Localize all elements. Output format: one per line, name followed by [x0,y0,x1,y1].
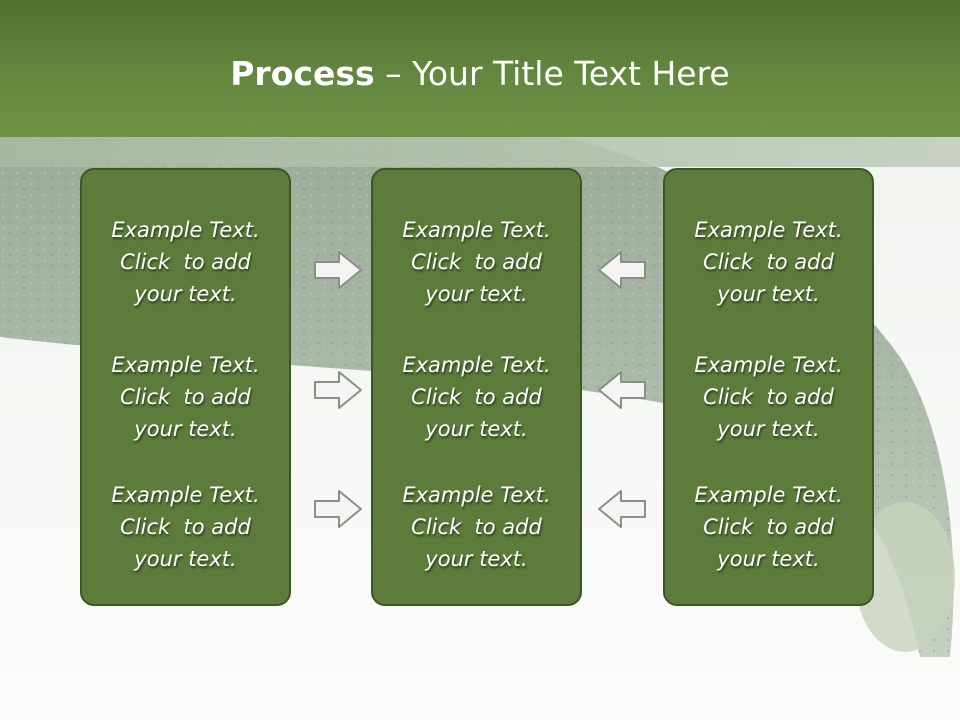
text-line: your text. [425,282,528,306]
text-line: Example Text. [111,218,260,242]
text-block[interactable]: Example Text. Click to add your text. [665,349,872,445]
text-block[interactable]: Example Text. Click to add your text. [373,349,580,445]
text-line: Click to add [120,515,251,539]
text-line: Example Text. [111,353,260,377]
process-column-1: Example Text. Click to add your text. Ex… [80,168,291,606]
text-line: your text. [717,417,820,441]
process-column-2: Example Text. Click to add your text. Ex… [371,168,582,606]
arrow-right-icon [314,371,362,409]
text-block[interactable]: Example Text. Click to add your text. [82,214,289,310]
text-line: your text. [134,282,237,306]
text-line: Click to add [120,385,251,409]
text-line: Click to add [703,385,834,409]
arrow-left-icon [598,371,646,409]
title-rest: – Your Title Text Here [374,54,730,93]
text-line: Click to add [411,385,542,409]
text-line: your text. [425,417,528,441]
text-line: Click to add [703,250,834,274]
title-banner: Process – Your Title Text Here [0,0,960,137]
text-line: Example Text. [694,218,843,242]
text-block[interactable]: Example Text. Click to add your text. [373,214,580,310]
text-line: your text. [134,417,237,441]
text-line: your text. [717,282,820,306]
text-line: Click to add [411,250,542,274]
text-line: Example Text. [111,483,260,507]
text-line: Example Text. [402,483,551,507]
text-line: Example Text. [694,353,843,377]
slide-title[interactable]: Process – Your Title Text Here [0,52,960,96]
text-block[interactable]: Example Text. Click to add your text. [82,349,289,445]
arrow-left-icon [598,251,646,289]
text-line: Click to add [703,515,834,539]
process-column-3: Example Text. Click to add your text. Ex… [663,168,874,606]
text-line: Click to add [120,250,251,274]
arrow-right-icon [314,490,362,528]
header-accent-band [0,137,960,167]
text-block[interactable]: Example Text. Click to add your text. [665,214,872,310]
text-block[interactable]: Example Text. Click to add your text. [82,479,289,575]
text-line: your text. [425,547,528,571]
text-line: Example Text. [402,353,551,377]
text-block[interactable]: Example Text. Click to add your text. [373,479,580,575]
text-line: your text. [134,547,237,571]
arrow-right-icon [314,251,362,289]
title-bold: Process [230,54,375,93]
text-block[interactable]: Example Text. Click to add your text. [665,479,872,575]
arrow-left-icon [598,490,646,528]
text-line: your text. [717,547,820,571]
text-line: Example Text. [694,483,843,507]
text-line: Example Text. [402,218,551,242]
text-line: Click to add [411,515,542,539]
